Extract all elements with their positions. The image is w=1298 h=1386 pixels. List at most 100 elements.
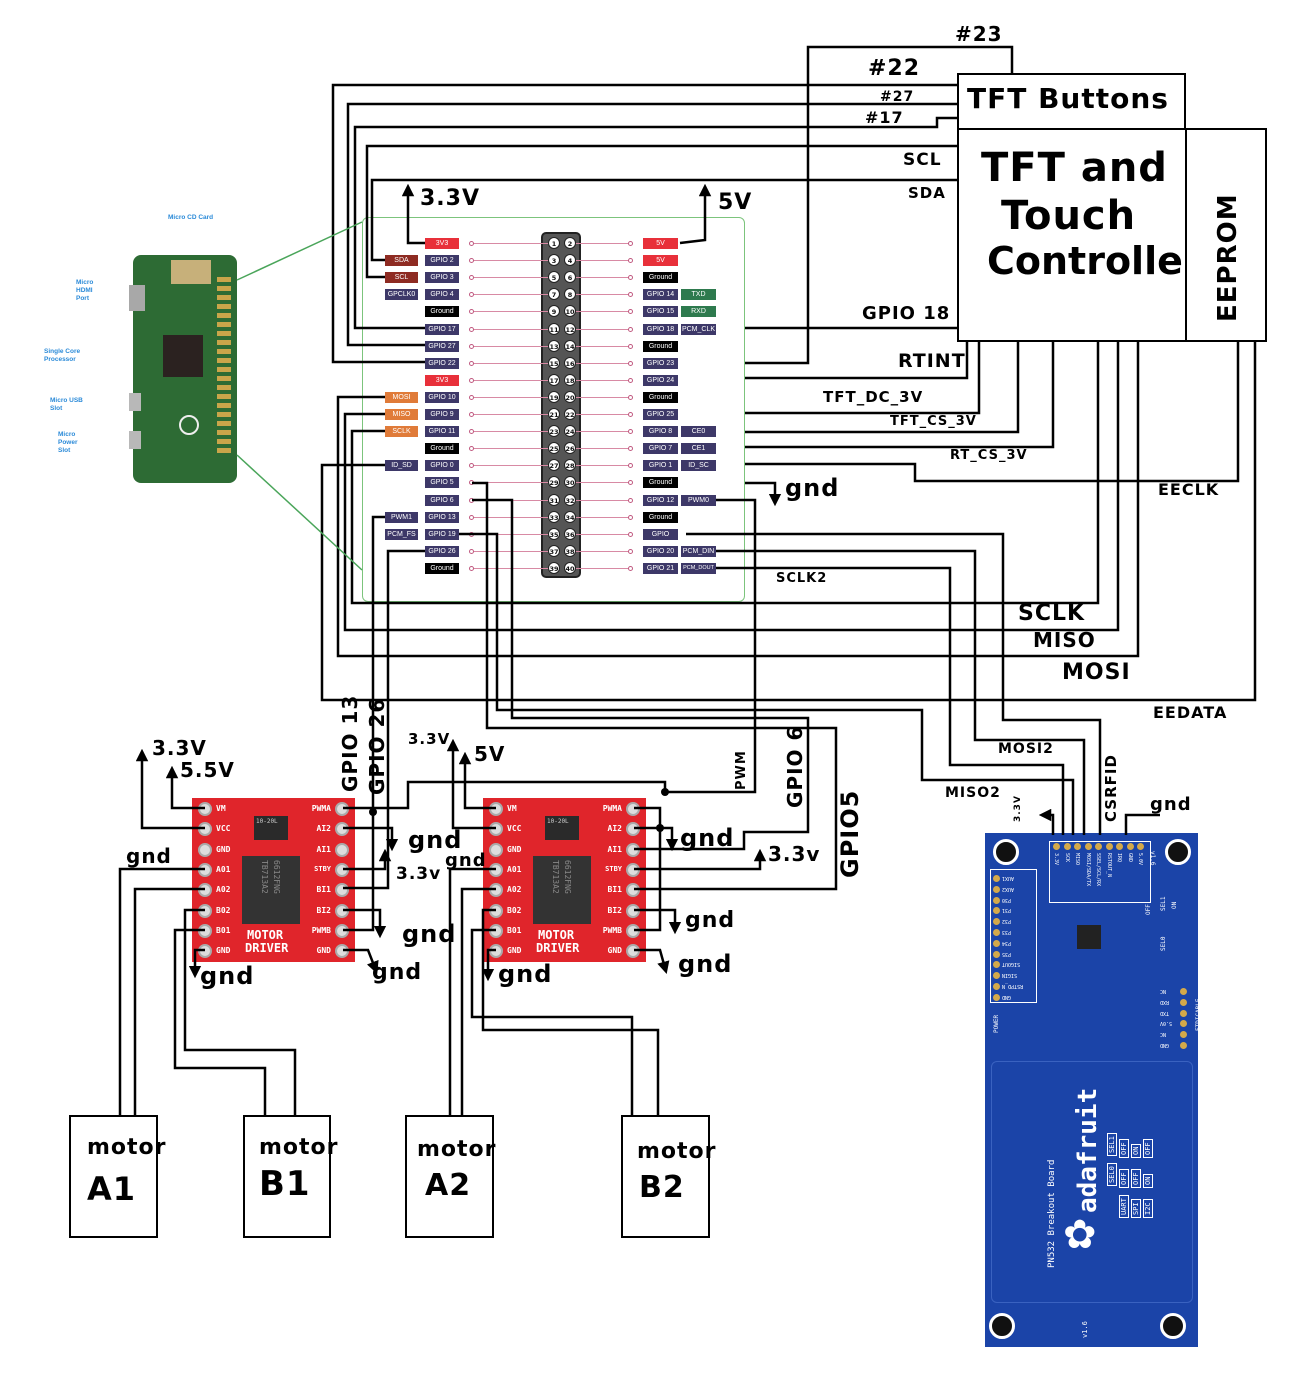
label-sclk2: SCLK2 [776, 571, 828, 586]
driver-pin-label-left: A01 [507, 864, 522, 874]
wire-junction [369, 808, 377, 816]
pi-zero-usb-port [129, 393, 141, 411]
motor-a1-id: A1 [87, 1170, 137, 1208]
wire-m1-b01 [173, 928, 267, 1115]
label-m2-gnd-r: gnd [678, 950, 733, 978]
tft-controller-box: TFT and Touch Controller [957, 128, 1202, 342]
driver-pin-hole [335, 883, 349, 898]
pn532-top-pin [1084, 843, 1092, 850]
header-pin: 23 [548, 425, 560, 438]
driver-pin-label-left: B01 [216, 925, 231, 935]
wire-rtint [745, 342, 969, 380]
driver-pin-label-left: GND [507, 844, 522, 854]
pin-label-left: GPIO 0 [425, 460, 459, 472]
zoom-line-bottom [236, 454, 363, 571]
pin-trace-end [469, 429, 474, 435]
header-pin: 20 [564, 390, 576, 403]
driver-pin-label-right: PWMB [602, 925, 622, 935]
tft-title-line3: Controller [987, 239, 1202, 283]
pin-label-right: Ground [643, 340, 678, 352]
header-pin: 17 [548, 373, 560, 386]
driver-pin-label-left: VCC [216, 824, 231, 834]
pin-label-right: Ground [643, 272, 678, 284]
pin-trace-end [469, 377, 474, 383]
wire-gpio6 [472, 498, 810, 851]
pin-alt-label-left: SCLK [385, 426, 418, 438]
driver-pin-label-right: GND [316, 946, 331, 956]
pin-alt-label-right: PCM_CLK [681, 323, 716, 335]
label-eeclk: EECLK [1158, 480, 1220, 499]
driver-pin-label-right: BI1 [607, 885, 622, 895]
pin-trace [472, 567, 555, 569]
label-miso2: MISO2 [945, 785, 1001, 801]
wire-m1-stby [343, 848, 392, 871]
wire-m1-ai2 [343, 826, 399, 852]
pin-label-right: GPIO 7 [643, 443, 678, 455]
label-sclk: SCLK [1018, 601, 1086, 626]
chip-marking: TB713A2 [260, 860, 269, 894]
pin-label-right: 5V [643, 255, 678, 267]
pin-label-right: 5V [643, 238, 678, 249]
wire-m2-stby [634, 848, 767, 871]
pin-trace [570, 482, 630, 484]
label-micro-power: Micro Power Slot [58, 431, 78, 455]
mounting-hole [993, 839, 1019, 865]
driver-pin-hole [198, 822, 212, 837]
label-micro-usb: Micro USB Slot [50, 397, 83, 413]
pin-trace [472, 260, 555, 262]
header-pin: 35 [548, 527, 560, 540]
pin-trace [472, 362, 555, 364]
pin-trace [472, 482, 555, 484]
pin-trace [570, 550, 630, 552]
pin-label-right: GPIO 20 [643, 545, 678, 557]
wire-pwm0 [665, 498, 757, 794]
pn532-left-pin [993, 972, 1000, 980]
wire-sclk [350, 342, 1100, 605]
pin-trace [472, 294, 555, 296]
wire-rt-cs [745, 342, 1055, 449]
driver-pin-label-left: GND [507, 946, 522, 956]
pin-trace-end [469, 275, 474, 281]
pin-label-right: GPIO 25 [643, 409, 678, 420]
wire-btn23 [745, 45, 1014, 365]
driver-pin-hole [489, 822, 503, 837]
pn532-top-pin [1053, 843, 1060, 850]
mounting-hole [1160, 1313, 1186, 1339]
pin-trace-end [469, 258, 474, 264]
header-pin: 6 [564, 271, 576, 284]
driver-pin-hole [198, 842, 212, 857]
label-m2-gnd-bi2: gnd [685, 908, 736, 933]
header-pin: 4 [564, 254, 576, 267]
pin-trace-end [628, 480, 633, 486]
wire-m2-ai2 [634, 826, 679, 852]
label-gnd-pwm0: gnd [785, 474, 840, 502]
pin-trace [472, 396, 555, 398]
pin-trace [570, 499, 630, 501]
driver-pin-label-right: AI2 [316, 824, 331, 834]
pin-label-right: GPIO [643, 528, 678, 540]
pn532-top-pin [1063, 843, 1071, 850]
pin-alt-label-right: PWM0 [681, 494, 716, 506]
pin-trace-end [628, 394, 633, 400]
label-micro-sd: Micro CD Card [168, 214, 214, 221]
motor-b1-id: B1 [259, 1164, 311, 1204]
label-m1-55: 5.5V [180, 758, 235, 782]
pn532-top-pin [1105, 843, 1113, 850]
pin-trace-end [469, 326, 474, 332]
header-pin: 7 [548, 288, 560, 301]
pin-trace-end [628, 463, 633, 469]
pin-label-left: GPIO 5 [425, 477, 459, 489]
pn532-top-pin [1116, 843, 1123, 850]
tft-buttons-title: TFT Buttons [967, 82, 1169, 115]
wire-m2-a01 [448, 867, 496, 1115]
left-header-outline [990, 869, 1037, 1003]
label-m1-gnd-ai2: gnd [408, 826, 463, 854]
pin-label-left: GPIO 6 [425, 494, 459, 506]
pin-label-left: Ground [425, 562, 459, 574]
wire-sclk2 [716, 566, 1065, 835]
pin-trace-end [469, 309, 474, 315]
driver-pin-label-left: A01 [216, 864, 231, 874]
